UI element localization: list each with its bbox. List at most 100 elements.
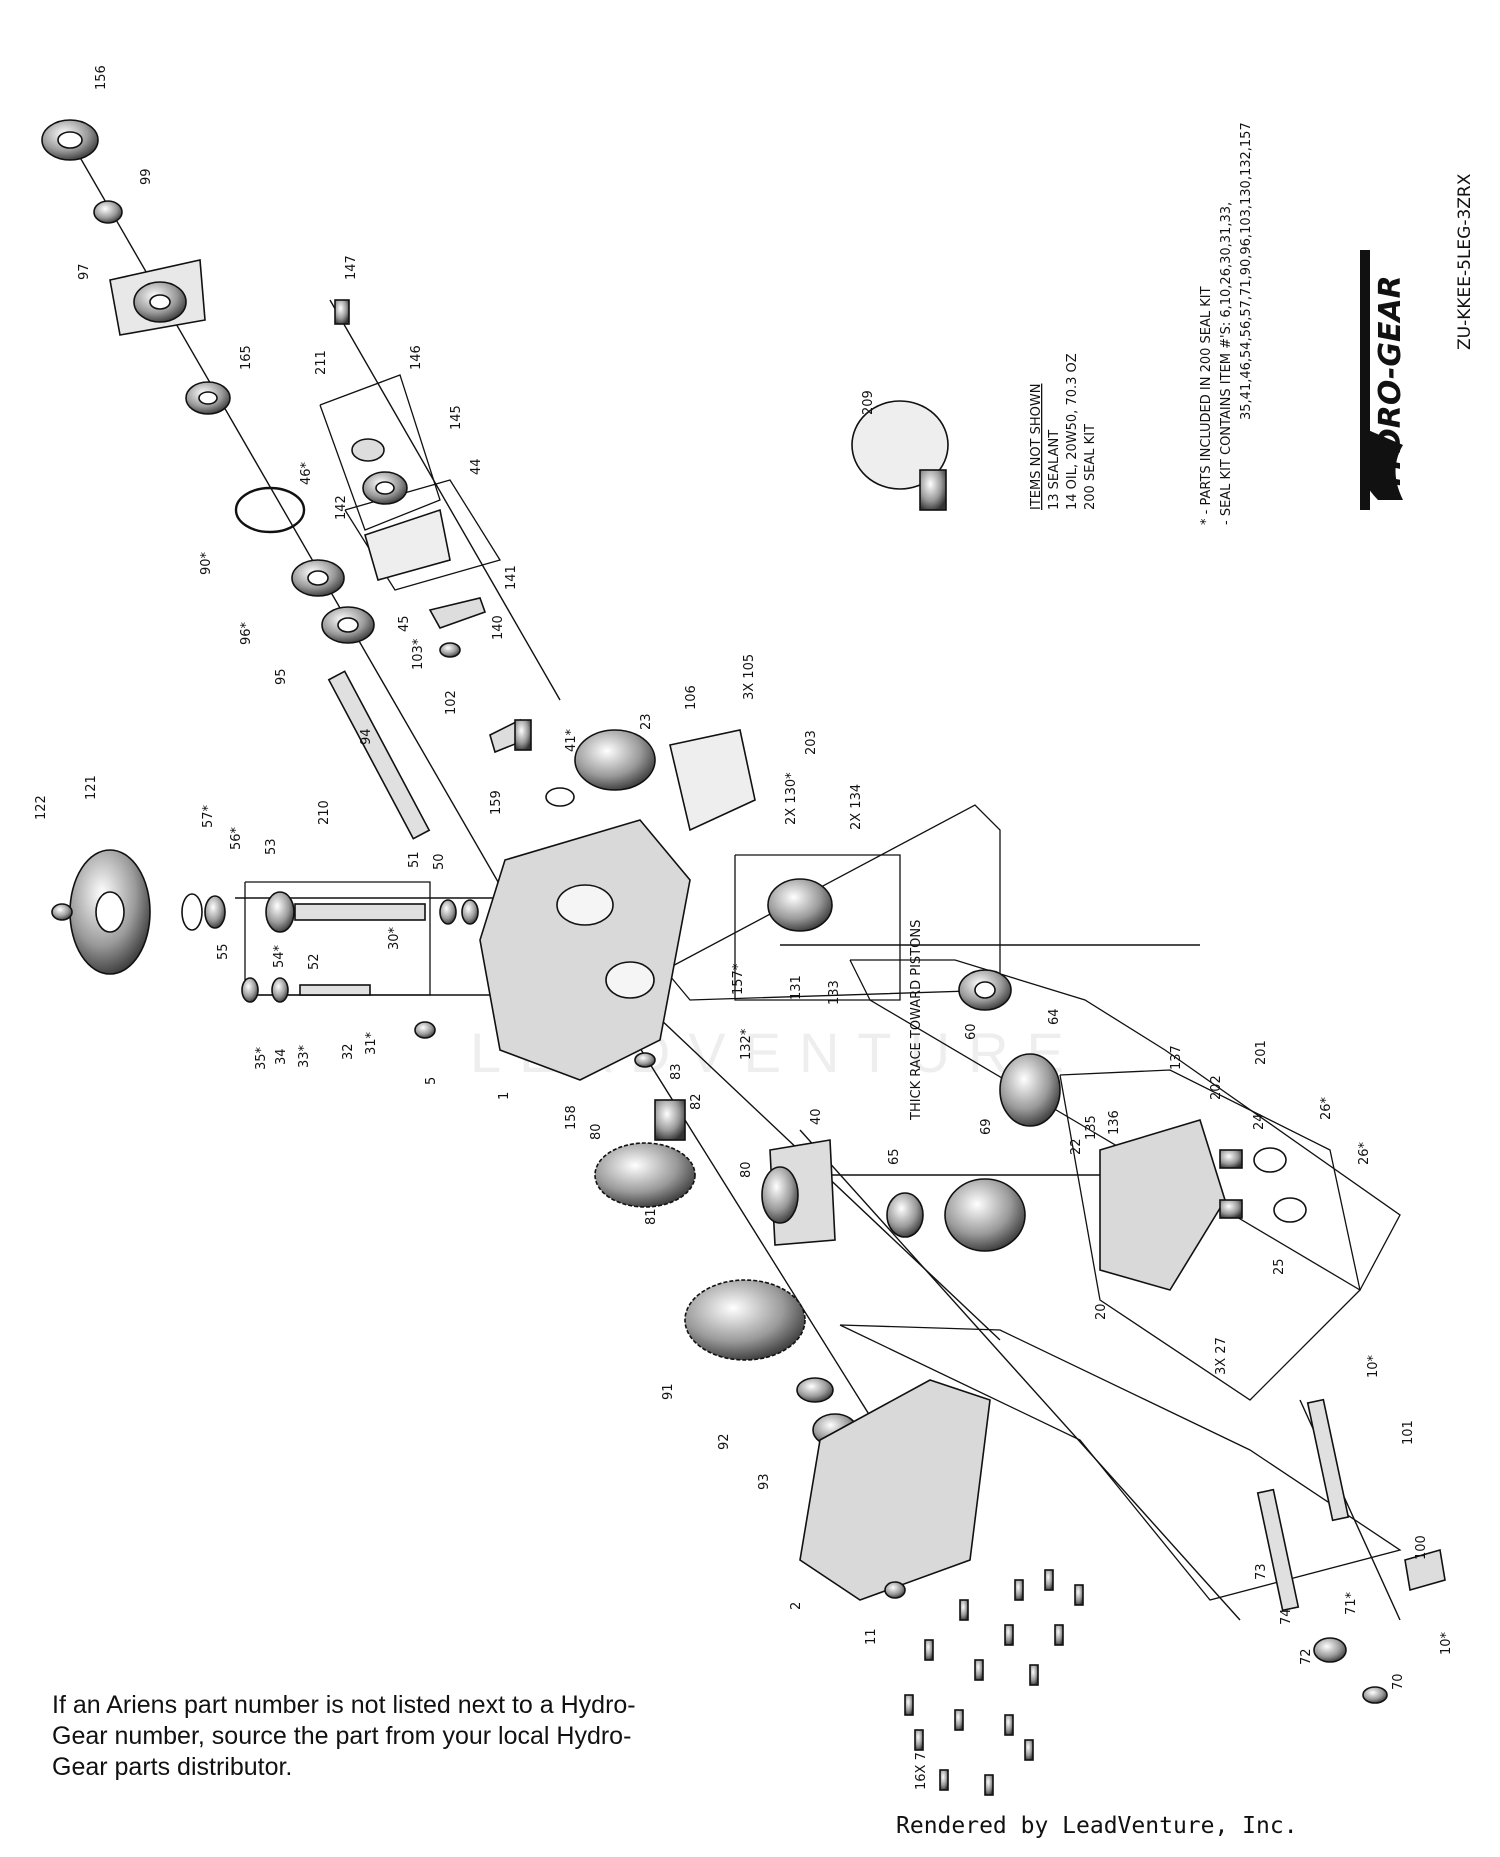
part-57-ring	[181, 893, 203, 931]
callout-label: 57*	[201, 804, 216, 828]
callout-label: 122	[34, 795, 49, 820]
callout-label: 30*	[387, 926, 402, 950]
callout-label: 201	[1254, 1040, 1269, 1065]
callout-label: 5	[424, 1077, 439, 1085]
part-91-gear	[684, 1279, 806, 1361]
callout-label: 95	[274, 668, 289, 685]
callout-label: 94	[359, 728, 374, 745]
callout-label: 24	[1252, 1113, 1267, 1130]
callout-label: 10*	[1439, 1631, 1454, 1655]
part-60-seal	[958, 969, 1012, 1011]
callout-label: 209	[861, 390, 876, 415]
part-65-bearing	[886, 1192, 924, 1238]
part-146-plate	[351, 438, 385, 462]
part-2-cover	[799, 1379, 991, 1601]
part-158-washer	[634, 1052, 656, 1068]
callout-label: 91	[661, 1383, 676, 1400]
callout-label: 203	[804, 730, 819, 755]
callout-label: 157*	[731, 963, 746, 995]
callout-label: 211	[314, 350, 329, 375]
callout-label: 55	[216, 943, 231, 960]
items-not-shown: ITEMS NOT SHOWN 13 SEALANT 14 OIL, 20W50…	[1029, 353, 1098, 510]
part-20-center-section	[1099, 1119, 1226, 1291]
part-34-35-washers	[241, 977, 289, 1003]
callout-label: 71*	[1344, 1591, 1359, 1615]
callout-label: 99	[139, 168, 154, 185]
callout-label: 31*	[364, 1031, 379, 1055]
part-53-bearing	[265, 891, 295, 933]
part-1-housing	[479, 819, 691, 1081]
part-95-bearing	[321, 606, 375, 644]
render-credit: Rendered by LeadVenture, Inc.	[896, 1813, 1298, 1839]
part-50-51-spacers	[439, 899, 479, 925]
part-56-seal	[204, 895, 226, 929]
callout-label: 16X 7	[914, 1752, 929, 1790]
callout-label: 41*	[564, 728, 579, 752]
callout-label: 72	[1299, 1648, 1314, 1665]
part-52-shaft	[294, 903, 426, 921]
callout-label: 81	[644, 1208, 659, 1225]
callout-label: 82	[689, 1093, 704, 1110]
part-101-shaft	[1306, 1398, 1350, 1522]
callout-label: 156	[94, 65, 109, 90]
part-96-bearing	[291, 559, 345, 597]
items-not-shown-line: 200 SEAL KIT	[1083, 424, 1098, 510]
callout-label: 64	[1047, 1008, 1062, 1025]
callout-label: 103*	[411, 638, 426, 670]
callout-label: 44	[469, 458, 484, 475]
callout-label: 202	[1209, 1075, 1224, 1100]
part-44-bracket	[364, 508, 451, 581]
callout-label: 50	[432, 853, 447, 870]
callout-label: 35*	[254, 1046, 269, 1070]
parts-artwork	[41, 119, 1446, 1796]
callout-label: 3X 27	[1214, 1337, 1229, 1375]
callout-label: 141	[504, 565, 519, 590]
callout-label: 45	[397, 615, 412, 632]
callout-label: 32	[341, 1043, 356, 1060]
part-159-spring	[514, 719, 532, 751]
part-64-block	[999, 1053, 1061, 1127]
callout-label: 101	[1401, 1420, 1416, 1445]
part-122-nut	[51, 903, 73, 921]
callout-label: 147	[344, 255, 359, 280]
seal-kit-legend: * - PARTS INCLUDED IN 200 SEAL KIT - SEA…	[1199, 122, 1254, 525]
callout-label: 73	[1254, 1563, 1269, 1580]
callout-label: 159	[489, 790, 504, 815]
model-code: ZU-KKEE-5LEG-3ZRX	[1455, 173, 1475, 350]
callout-label: 51	[407, 851, 422, 868]
part-156-bearing	[41, 119, 99, 161]
callout-label: 46*	[299, 461, 314, 485]
callout-label: 26*	[1319, 1096, 1334, 1120]
brand-name: HYDRO-GEAR	[1373, 275, 1408, 500]
callout-label: 65	[887, 1148, 902, 1165]
callout-label: 20	[1094, 1303, 1109, 1320]
part-121-pulley	[69, 849, 151, 975]
part-73-shaft	[1256, 1488, 1300, 1612]
callout-label: 158	[564, 1105, 579, 1130]
callout-label: 165	[239, 345, 254, 370]
callout-label: 40	[809, 1108, 824, 1125]
part-69-block	[944, 1178, 1026, 1252]
part-41-oring	[545, 787, 575, 807]
legend-line: 35,41,46,54,56,57,71,90,96,103,130,132,1…	[1239, 122, 1254, 420]
part-145-bearing	[362, 471, 408, 505]
part-97-hub	[109, 259, 206, 336]
callout-label: 137	[1169, 1045, 1184, 1070]
part-100-arm	[1404, 1548, 1446, 1592]
callout-label: 1	[497, 1092, 512, 1100]
callout-label: 135	[1084, 1115, 1099, 1140]
callout-label: 83	[669, 1063, 684, 1080]
callout-label: 53	[264, 838, 279, 855]
callout-label: 146	[409, 345, 424, 370]
callout-label: 106	[684, 685, 699, 710]
part-5-plug	[414, 1021, 436, 1039]
legend-line: - SEAL KIT CONTAINS ITEM #'S: 6,10,26,30…	[1219, 202, 1234, 525]
callout-label: 132*	[739, 1028, 754, 1060]
legend-line: * - PARTS INCLUDED IN 200 SEAL KIT	[1199, 286, 1214, 525]
part-99-nut	[93, 200, 123, 224]
callout-label: 93	[757, 1473, 772, 1490]
callout-label: 133	[827, 980, 842, 1005]
callout-label: 102	[444, 690, 459, 715]
callout-label: 69	[979, 1118, 994, 1135]
